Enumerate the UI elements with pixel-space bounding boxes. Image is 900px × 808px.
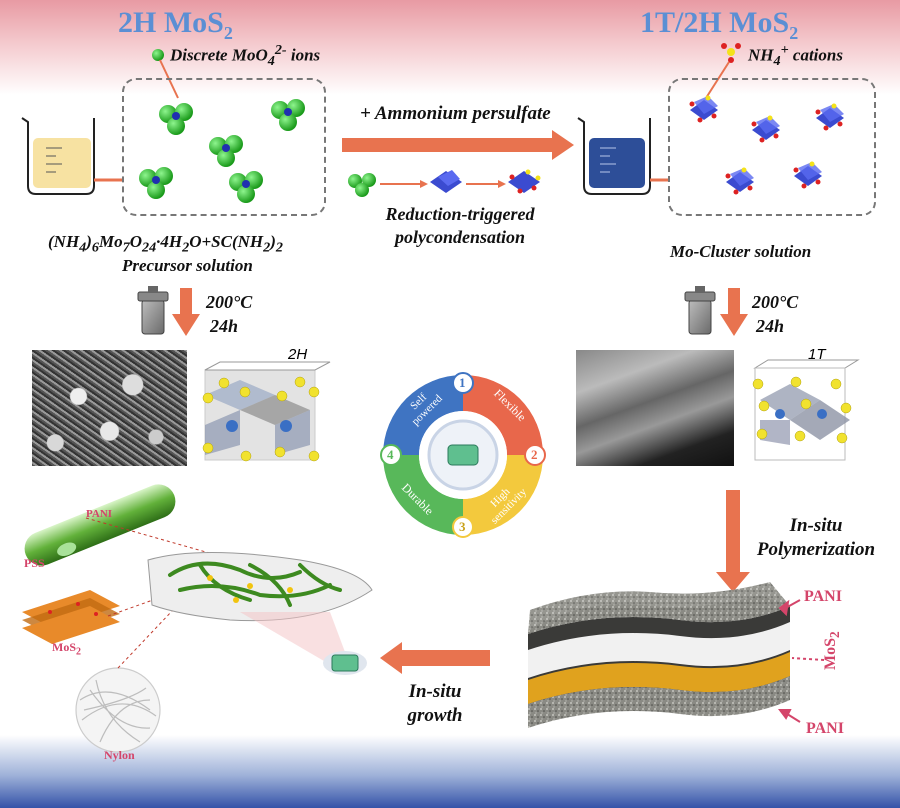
precursor-formula: (NH4)6Mo7O24·4H2O+SC(NH2)2 xyxy=(48,232,283,256)
mos2-label: MoS2 xyxy=(52,640,81,658)
sem-image-2h xyxy=(32,350,187,466)
layer-label-middle: MoS2 xyxy=(822,631,843,670)
layer-pointers xyxy=(778,599,825,723)
growth-arrow xyxy=(380,642,490,674)
ion-box xyxy=(122,78,326,216)
beaker-left xyxy=(21,117,95,195)
wheel-segment-high-sensitivity xyxy=(463,455,543,535)
crystal-1t xyxy=(752,359,860,461)
reagent-label: + Ammonium persulfate xyxy=(360,103,551,124)
phase-label-1t: 1T xyxy=(808,346,826,363)
wheel-segment-durable xyxy=(383,455,463,535)
crystal-2h xyxy=(202,361,331,462)
ions-label: Discrete MoO42- ions xyxy=(170,42,321,70)
cations-label: NH4+ cations xyxy=(748,42,843,70)
composite-layers xyxy=(528,582,790,728)
mos2-layers-small xyxy=(22,590,120,644)
reaction-arrow xyxy=(342,130,574,160)
wheel-num-1: 1 xyxy=(459,375,466,390)
autoclave-icon-right xyxy=(684,286,716,335)
zoom-cone xyxy=(240,612,348,668)
down-arrow-right xyxy=(720,288,748,336)
polymerization-arrow xyxy=(716,490,750,592)
phase-label-2h: 2H xyxy=(288,346,308,363)
beaker-right xyxy=(577,117,651,195)
nylon-mesh xyxy=(75,667,161,753)
moo4-ion-molecules xyxy=(139,49,305,203)
mo-cluster-molecules xyxy=(689,43,844,195)
title-1t2h-mos2: 1T/2H MoS2 xyxy=(640,6,799,43)
footer-gradient xyxy=(0,735,900,808)
polycondensation-sequence xyxy=(348,169,541,197)
pani-pss-pill xyxy=(24,484,176,566)
autoclave-icon xyxy=(137,286,169,335)
nylon-label: Nylon xyxy=(104,748,135,762)
pss-label: PSS xyxy=(24,556,45,570)
wheel-num-4: 4 xyxy=(387,447,394,462)
cluster-label: Mo-Cluster solution xyxy=(670,242,812,261)
cluster-box xyxy=(668,78,876,216)
wheel-segment-self-powered xyxy=(383,375,463,455)
down-arrow-left xyxy=(172,288,200,336)
layer-label-top: PANI xyxy=(804,588,842,605)
wheel-num-2: 2 xyxy=(531,447,538,462)
pani-label: PANI xyxy=(86,508,113,520)
property-wheel xyxy=(380,372,546,538)
fabric-sheet xyxy=(147,552,373,622)
title-2h-mos2: 2H MoS2 xyxy=(118,6,233,43)
sensor-chip xyxy=(323,651,367,675)
wheel-segment-flexible xyxy=(463,375,543,455)
component-connectors xyxy=(85,517,221,669)
layer-label-bottom: PANI xyxy=(806,720,844,737)
wheel-num-3: 3 xyxy=(459,519,466,534)
sem-image-1t xyxy=(576,350,734,466)
precursor-label: Precursor solution xyxy=(122,256,253,275)
